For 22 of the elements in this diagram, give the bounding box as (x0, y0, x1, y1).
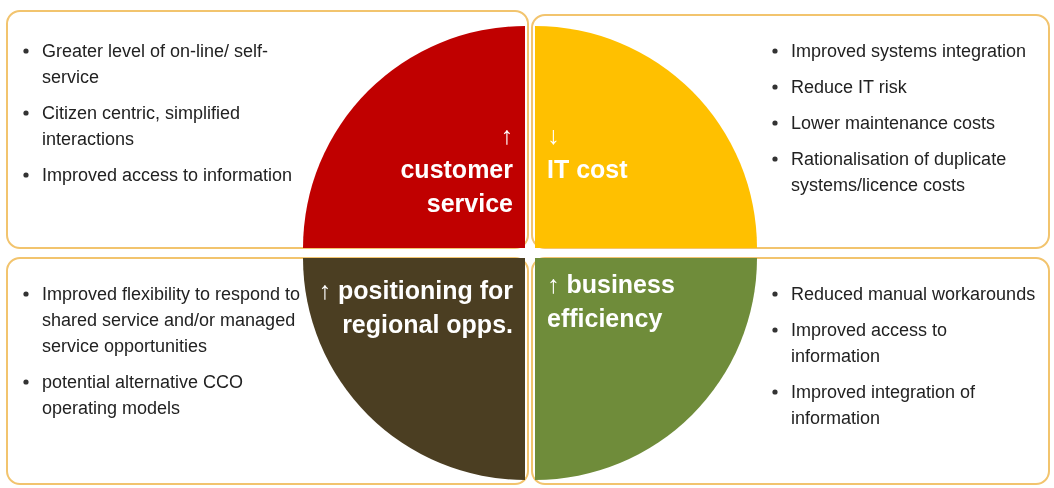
bullet-text: Citizen centric, simplified interactions (42, 103, 241, 149)
bullet-text: Lower maintenance costs (791, 113, 996, 133)
bullet-list-panel (6, 257, 529, 485)
bullet-text: Greater level of on-line/ self-service (42, 41, 269, 87)
quadrant-label: ↑ positioning for regional opps. (317, 275, 513, 340)
bullet-text: Reduce IT risk (791, 77, 907, 97)
quadrant-label: IT cost (547, 154, 629, 185)
bullet-text: Improved flexibility to respond to shared service and/or managed service opportunities (42, 284, 301, 356)
bullet-text: Improved integration of information (791, 382, 976, 428)
bullet-list-panel (531, 14, 1050, 249)
quadrant-label: ↑ business efficiency (547, 269, 676, 334)
quadrant-label: ↑ (499, 120, 513, 151)
quadrant-label: customer service (399, 154, 513, 219)
bullet-text: Improved access to information (42, 165, 293, 185)
bullet-list-panel (531, 257, 1050, 485)
bullet-text: potential alternative CCO operating models (42, 372, 244, 418)
bullet-text: Rationalisation of duplicate systems/licence costs (791, 149, 1007, 195)
bullet-list-panel (6, 10, 529, 249)
bullet-text: Improved systems integration (791, 41, 1027, 61)
bullet-text: Improved access to information (791, 320, 948, 366)
bullet-text: Reduced manual workarounds (791, 284, 1036, 304)
quadrant-label: ↓ (547, 120, 561, 151)
